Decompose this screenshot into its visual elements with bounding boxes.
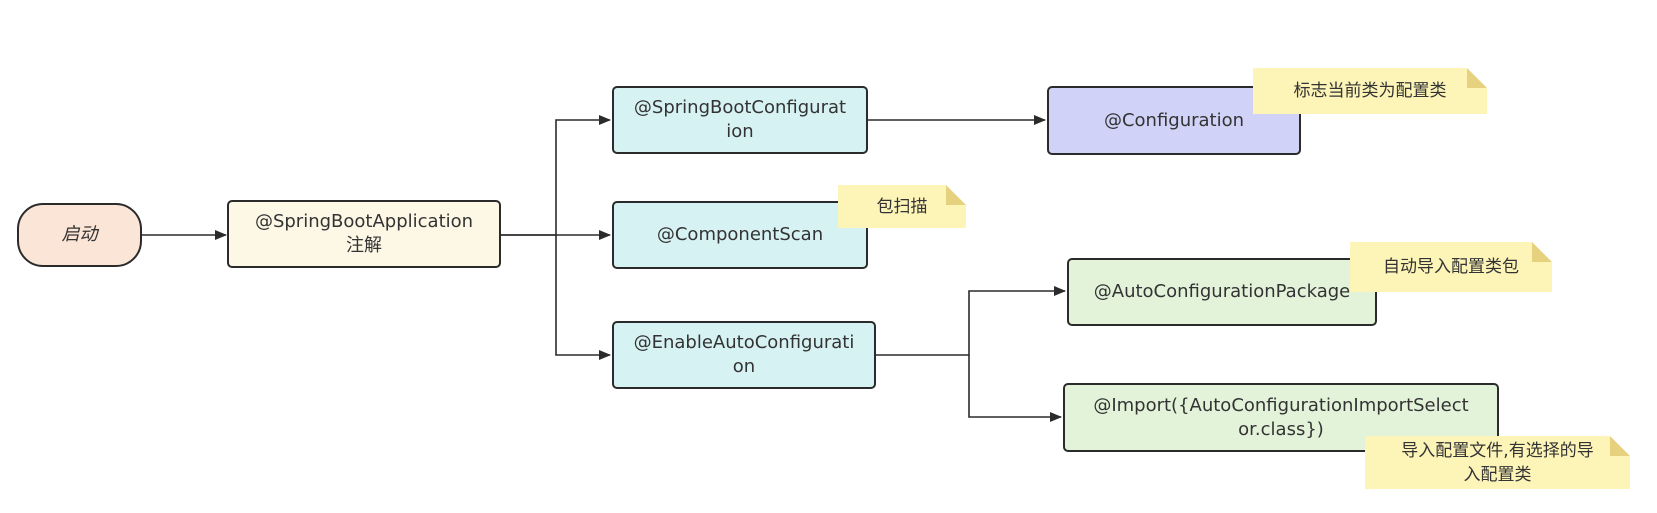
enableautoconfiguration-label-2: on	[732, 356, 756, 377]
autoconfigurationpackage-label: @AutoConfigurationPackage	[1093, 281, 1351, 302]
enableautoconfiguration-node: @EnableAutoConfigurati on	[612, 321, 876, 389]
note-fold-icon	[946, 185, 966, 205]
componentscan-label: @ComponentScan	[656, 224, 824, 245]
note-componentscan: 包扫描	[838, 185, 966, 228]
enableautoconfiguration-label-1: @EnableAutoConfigurati	[633, 332, 855, 353]
edge-enableauto-to-autopackage	[874, 286, 1066, 356]
note-fold-icon	[1532, 242, 1552, 262]
springbootconfiguration-label-2: ion	[726, 121, 754, 142]
autoconfigurationpackage-node: @AutoConfigurationPackage	[1067, 258, 1377, 326]
edge-enableauto-to-import	[968, 355, 1062, 422]
note-autopackage: 自动导入配置类包	[1350, 242, 1552, 292]
componentscan-node: @ComponentScan	[612, 201, 868, 269]
springbootapplication-node: @SpringBootApplication 注解	[227, 200, 501, 268]
springbootapplication-sublabel: 注解	[346, 235, 382, 256]
note-import-text-2: 入配置类	[1463, 464, 1532, 485]
springbootconfiguration-node: @SpringBootConfigurat ion	[612, 86, 868, 154]
start-node: 启动	[17, 203, 142, 267]
note-fold-icon	[1610, 436, 1630, 456]
note-configuration: 标志当前类为配置类	[1253, 68, 1487, 114]
note-autopackage-text: 自动导入配置类包	[1383, 257, 1519, 277]
note-import-text-1: 导入配置文件,有选择的导	[1401, 440, 1594, 461]
configuration-label: @Configuration	[1103, 109, 1245, 131]
note-componentscan-text: 包扫描	[876, 196, 928, 217]
start-label: 启动	[61, 224, 98, 245]
note-import: 导入配置文件,有选择的导 入配置类	[1365, 436, 1630, 489]
import-label-2: or.class})	[1238, 418, 1324, 440]
note-configuration-text: 标志当前类为配置类	[1293, 81, 1447, 101]
note-fold-icon	[1467, 68, 1487, 88]
springbootapplication-label: @SpringBootApplication	[254, 211, 474, 232]
edge-root-to-springbootconfig	[500, 115, 611, 236]
edge-root-to-enableauto	[555, 235, 611, 360]
springbootconfiguration-label-1: @SpringBootConfigurat	[633, 97, 847, 118]
import-label-1: @Import({AutoConfigurationImportSelect	[1093, 394, 1469, 416]
